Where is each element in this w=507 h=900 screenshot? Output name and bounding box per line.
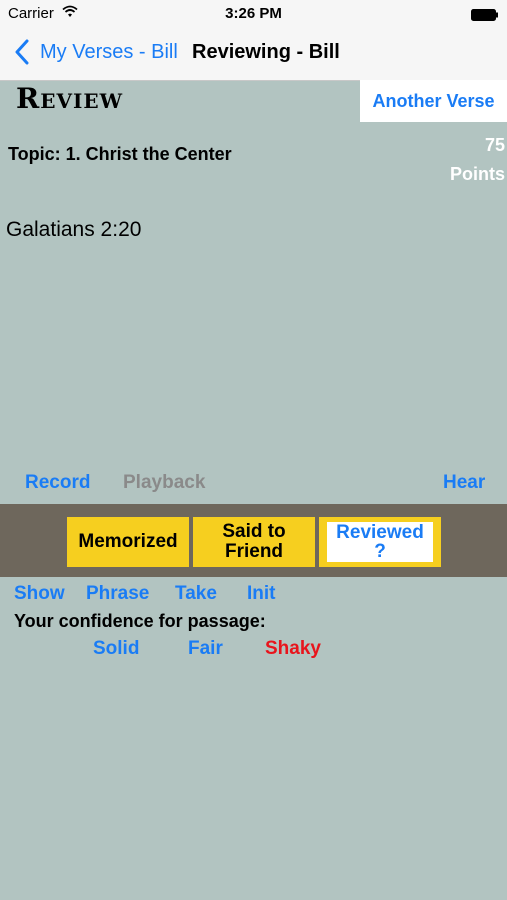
reviewed-button[interactable]: Reviewed ? bbox=[319, 517, 441, 567]
take-button[interactable]: Take bbox=[175, 583, 217, 604]
topic-label: Topic: 1. Christ the Center bbox=[8, 144, 232, 164]
show-button[interactable]: Show bbox=[14, 583, 65, 604]
reviewed-line2: ? bbox=[374, 541, 386, 562]
confidence-solid-button[interactable]: Solid bbox=[93, 638, 140, 659]
carrier-label: Carrier bbox=[8, 5, 54, 22]
points-label: Points bbox=[449, 164, 505, 184]
navigation-bar: My Verses - Bill Reviewing - Bill bbox=[0, 28, 507, 81]
points-value: 75 bbox=[484, 135, 505, 155]
init-button[interactable]: Init bbox=[247, 583, 276, 604]
wifi-icon bbox=[62, 5, 78, 22]
clock: 3:26 PM bbox=[225, 5, 282, 22]
status-button-bar: Memorized Said to Friend Reviewed ? bbox=[0, 504, 507, 577]
status-bar: Carrier 3:26 PM bbox=[0, 0, 507, 28]
another-verse-button[interactable]: Another Verse bbox=[360, 80, 507, 122]
reviewed-line1: Reviewed bbox=[336, 522, 424, 543]
reviewed-button-face: Reviewed ? bbox=[327, 522, 433, 562]
battery-icon bbox=[471, 8, 499, 21]
record-button[interactable]: Record bbox=[25, 472, 91, 493]
review-heading: Review bbox=[16, 82, 124, 115]
confidence-label: Your confidence for passage: bbox=[14, 611, 266, 631]
confidence-fair-button[interactable]: Fair bbox=[188, 638, 223, 659]
said-to-friend-line1: Said to bbox=[222, 521, 286, 542]
confidence-shaky-button[interactable]: Shaky bbox=[265, 638, 321, 659]
hear-button[interactable]: Hear bbox=[443, 472, 486, 493]
playback-button[interactable]: Playback bbox=[123, 472, 206, 493]
verse-reference: Galatians 2:20 bbox=[6, 218, 142, 241]
said-to-friend-line2: Friend bbox=[224, 541, 284, 562]
back-button[interactable]: My Verses - Bill bbox=[40, 41, 178, 63]
phrase-button[interactable]: Phrase bbox=[86, 583, 150, 604]
memorized-button[interactable]: Memorized bbox=[67, 517, 189, 567]
said-to-friend-button[interactable]: Said to Friend bbox=[193, 517, 315, 567]
back-chevron-icon[interactable] bbox=[14, 39, 30, 70]
page-title: Reviewing - Bill bbox=[192, 41, 340, 63]
